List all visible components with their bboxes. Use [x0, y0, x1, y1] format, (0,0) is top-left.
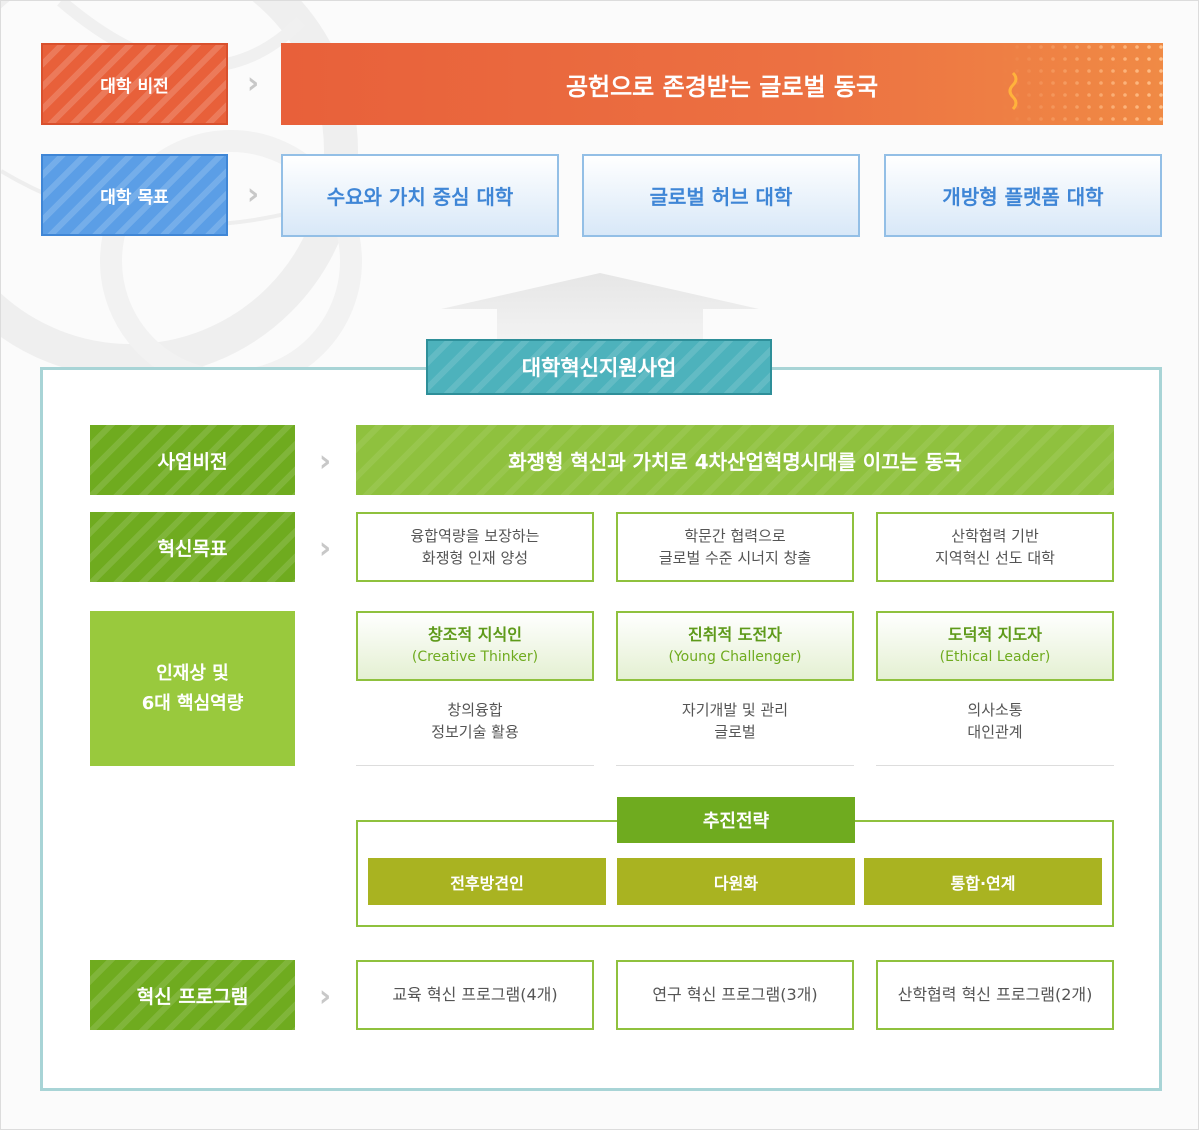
chevron-right-icon: › — [318, 530, 332, 566]
divider — [356, 765, 594, 766]
innovation-goal-1-line2: 화쟁형 인재 양성 — [421, 549, 529, 567]
competency-1b: 정보기술 활용 — [431, 723, 519, 741]
university-vision-bar: 공헌으로 존경받는 글로벌 동국 — [281, 43, 1163, 125]
talent-label-line2: 6대 핵심역량 — [141, 692, 244, 714]
chevron-right-icon: › — [318, 443, 332, 479]
university-goal-label: 대학 목표 — [41, 154, 228, 236]
chevron-right-icon: › — [246, 176, 260, 212]
innovation-goal-2: 학문간 협력으로 글로벌 수준 시너지 창출 — [616, 512, 854, 582]
competency-2a: 자기개발 및 관리 — [681, 701, 789, 719]
program-industry: 산학협력 혁신 프로그램(2개) — [876, 960, 1114, 1030]
university-vision-text: 공헌으로 존경받는 글로벌 동국 — [565, 72, 879, 101]
talent-young-challenger: 진취적 도전자 (Young Challenger) — [616, 611, 854, 681]
dot-pattern-decoration — [1001, 43, 1163, 125]
chevron-right-icon: › — [246, 65, 260, 101]
talent-2-english: (Young Challenger) — [668, 649, 802, 665]
innovation-goal-3-line2: 지역혁신 선도 대학 — [935, 549, 1055, 567]
innovation-goal-1: 융합역량을 보장하는 화쟁형 인재 양성 — [356, 512, 594, 582]
university-goal-1: 수요와 가치 중심 대학 — [281, 154, 559, 237]
innovation-program-label: 혁신 프로그램 — [90, 960, 295, 1030]
talent-2-name: 진취적 도전자 — [688, 625, 782, 644]
university-goal-3: 개방형 플랫폼 대학 — [884, 154, 1162, 237]
competencies-1: 창의융합 정보기술 활용 — [356, 693, 594, 749]
university-goal-2: 글로벌 허브 대학 — [582, 154, 860, 237]
competency-2b: 글로벌 — [714, 723, 756, 741]
program-research: 연구 혁신 프로그램(3개) — [616, 960, 854, 1030]
competencies-3: 의사소통 대인관계 — [876, 693, 1114, 749]
strategy-title: 추진전략 — [617, 797, 855, 843]
innovation-goal-label: 혁신목표 — [90, 512, 295, 582]
up-arrow-icon — [441, 273, 759, 343]
talent-3-english: (Ethical Leader) — [939, 649, 1051, 665]
chevron-right-icon: › — [318, 978, 332, 1014]
innovation-goal-2-line2: 글로벌 수준 시너지 창출 — [658, 549, 812, 567]
competency-1a: 창의융합 — [447, 701, 503, 719]
competencies-2: 자기개발 및 관리 글로벌 — [616, 693, 854, 749]
talent-creative-thinker: 창조적 지식인 (Creative Thinker) — [356, 611, 594, 681]
talent-3-name: 도덕적 지도자 — [948, 625, 1042, 644]
talent-label: 인재상 및 6대 핵심역량 — [90, 611, 295, 766]
university-vision-label: 대학 비전 — [41, 43, 228, 125]
innovation-goal-3: 산학협력 기반 지역혁신 선도 대학 — [876, 512, 1114, 582]
strategy-item-3: 통합·연계 — [864, 858, 1102, 905]
strategy-item-2: 다원화 — [617, 858, 855, 905]
program-title: 대학혁신지원사업 — [426, 339, 772, 395]
innovation-goal-3-line1: 산학협력 기반 — [951, 527, 1039, 545]
talent-1-english: (Creative Thinker) — [411, 649, 539, 665]
strategy-item-1: 전후방견인 — [368, 858, 606, 905]
talent-1-name: 창조적 지식인 — [428, 625, 522, 644]
innovation-goal-1-line1: 융합역량을 보장하는 — [410, 527, 540, 545]
talent-ethical-leader: 도덕적 지도자 (Ethical Leader) — [876, 611, 1114, 681]
competency-3a: 의사소통 — [967, 701, 1023, 719]
program-vision-label: 사업비전 — [90, 425, 295, 495]
program-education: 교육 혁신 프로그램(4개) — [356, 960, 594, 1030]
divider — [616, 765, 854, 766]
innovation-goal-2-line1: 학문간 협력으로 — [684, 527, 786, 545]
competency-3b: 대인관계 — [967, 723, 1023, 741]
divider — [876, 765, 1114, 766]
program-vision-bar: 화쟁형 혁신과 가치로 4차산업혁명시대를 이끄는 동국 — [356, 425, 1114, 495]
talent-label-line1: 인재상 및 — [156, 662, 229, 684]
